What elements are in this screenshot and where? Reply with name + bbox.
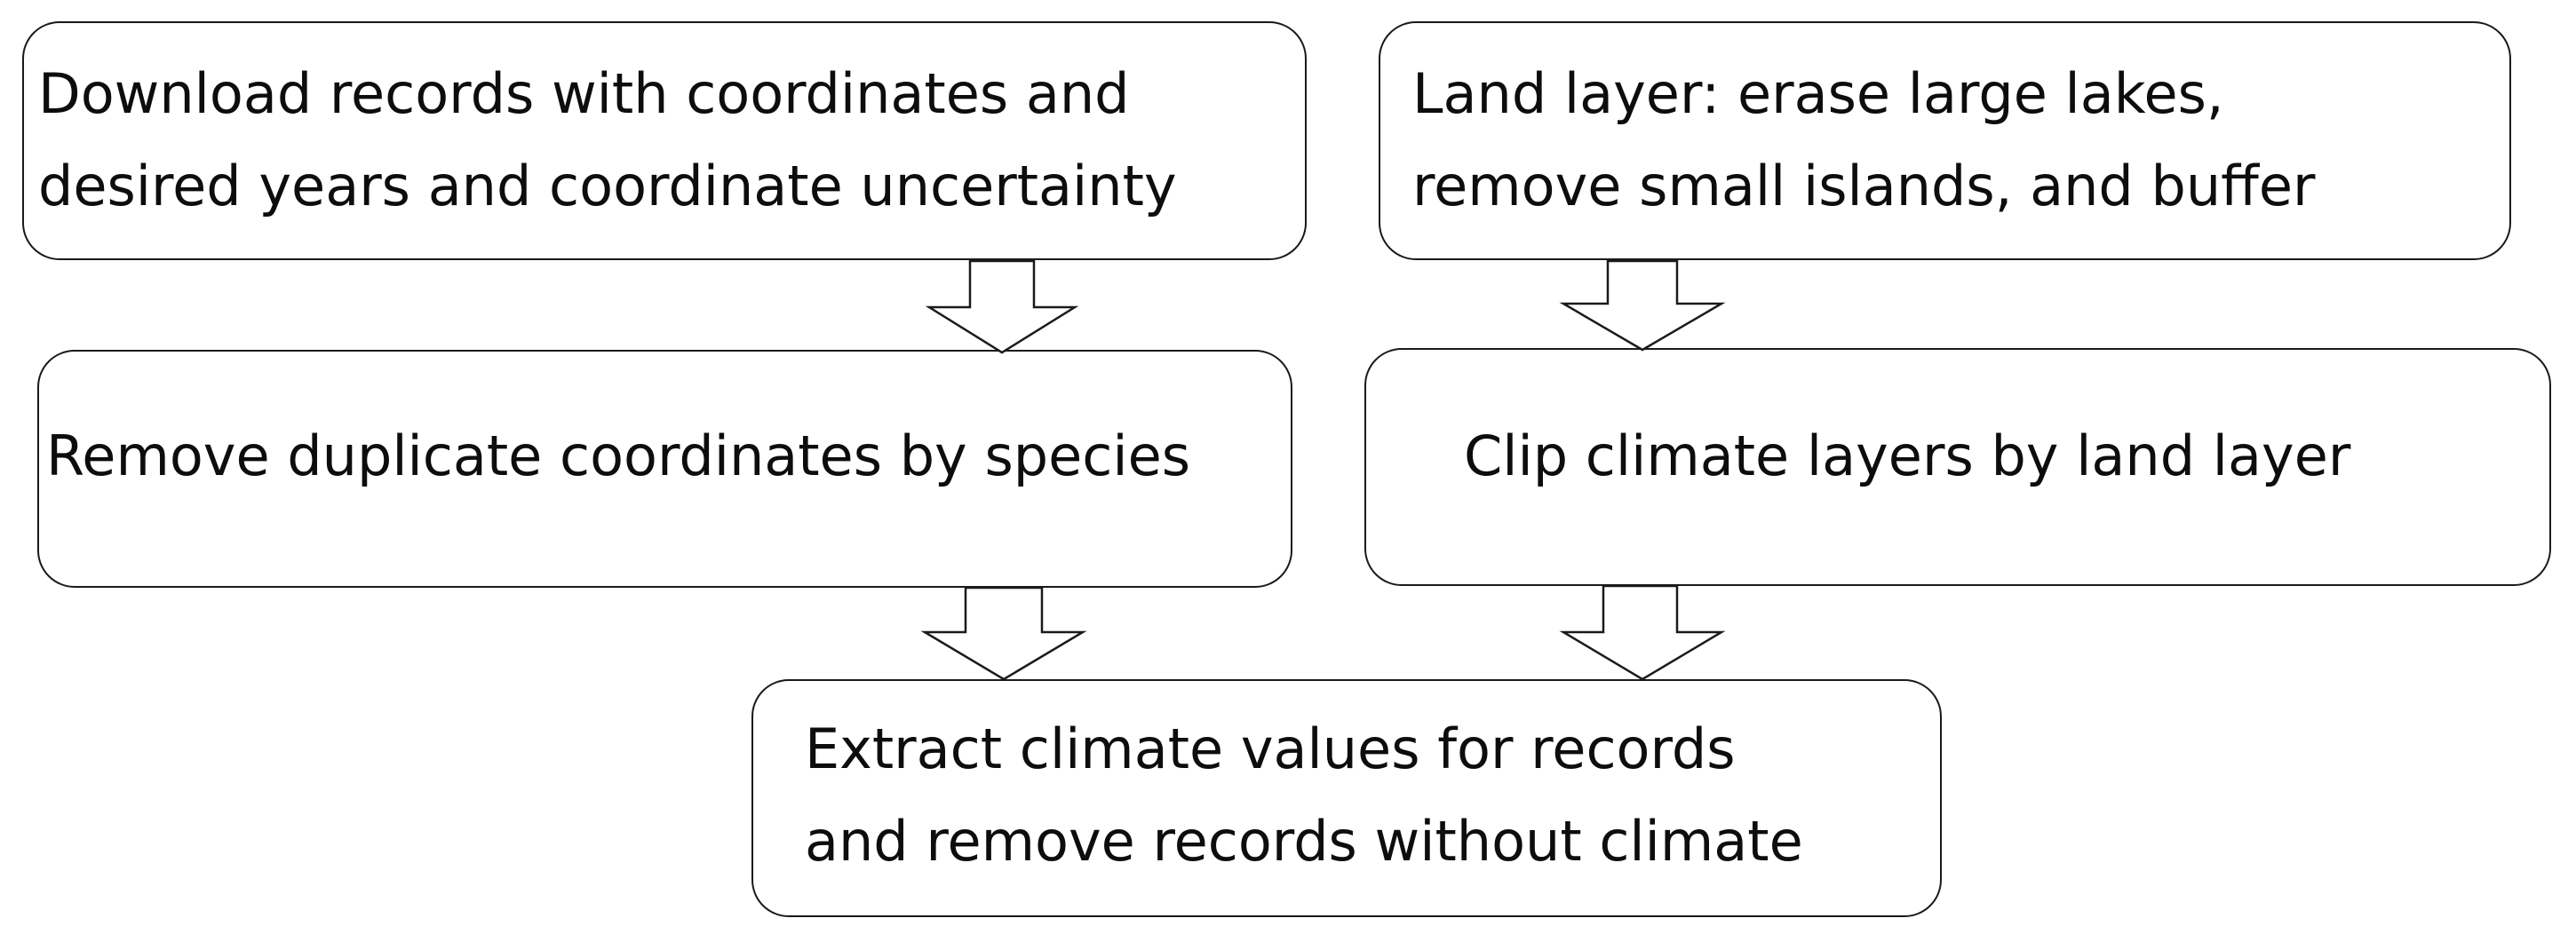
- step-remove-duplicates: [37, 350, 1292, 588]
- arrow-clip-to-extract: [1559, 584, 1726, 681]
- step-land-layer: [1379, 21, 2511, 260]
- clip-climate-line-1: Clip climate layers by land layer: [1464, 424, 2351, 488]
- download-records-text: Download records with coordinates and de…: [38, 48, 1177, 233]
- step-clip-climate-layers: [1364, 348, 2551, 586]
- extract-climate-line-1: Extract climate values for records: [805, 716, 1736, 781]
- remove-duplicates-line-1: Remove duplicate coordinates by species: [46, 424, 1191, 488]
- arrow-land-to-clip: [1559, 259, 1726, 352]
- clip-climate-text: Clip climate layers by land layer: [1464, 410, 2350, 503]
- extract-climate-text: Extract climate values for records and r…: [805, 703, 1803, 888]
- arrow-duplicates-to-extract: [920, 586, 1087, 681]
- step-extract-climate-values: [751, 679, 1942, 917]
- download-records-line-2: desired years and coordinate uncertainty: [38, 154, 1177, 218]
- extract-climate-line-2: and remove records without climate: [805, 809, 1803, 874]
- land-layer-text: Land layer: erase large lakes, remove sm…: [1412, 48, 2315, 233]
- remove-duplicates-text: Remove duplicate coordinates by species: [46, 410, 1190, 503]
- download-records-line-1: Download records with coordinates and: [38, 61, 1130, 126]
- step-download-records: [22, 21, 1307, 260]
- arrow-download-to-duplicates: [925, 259, 1079, 354]
- land-layer-line-2: remove small islands, and buffer: [1412, 154, 2316, 218]
- land-layer-line-1: Land layer: erase large lakes,: [1412, 61, 2224, 126]
